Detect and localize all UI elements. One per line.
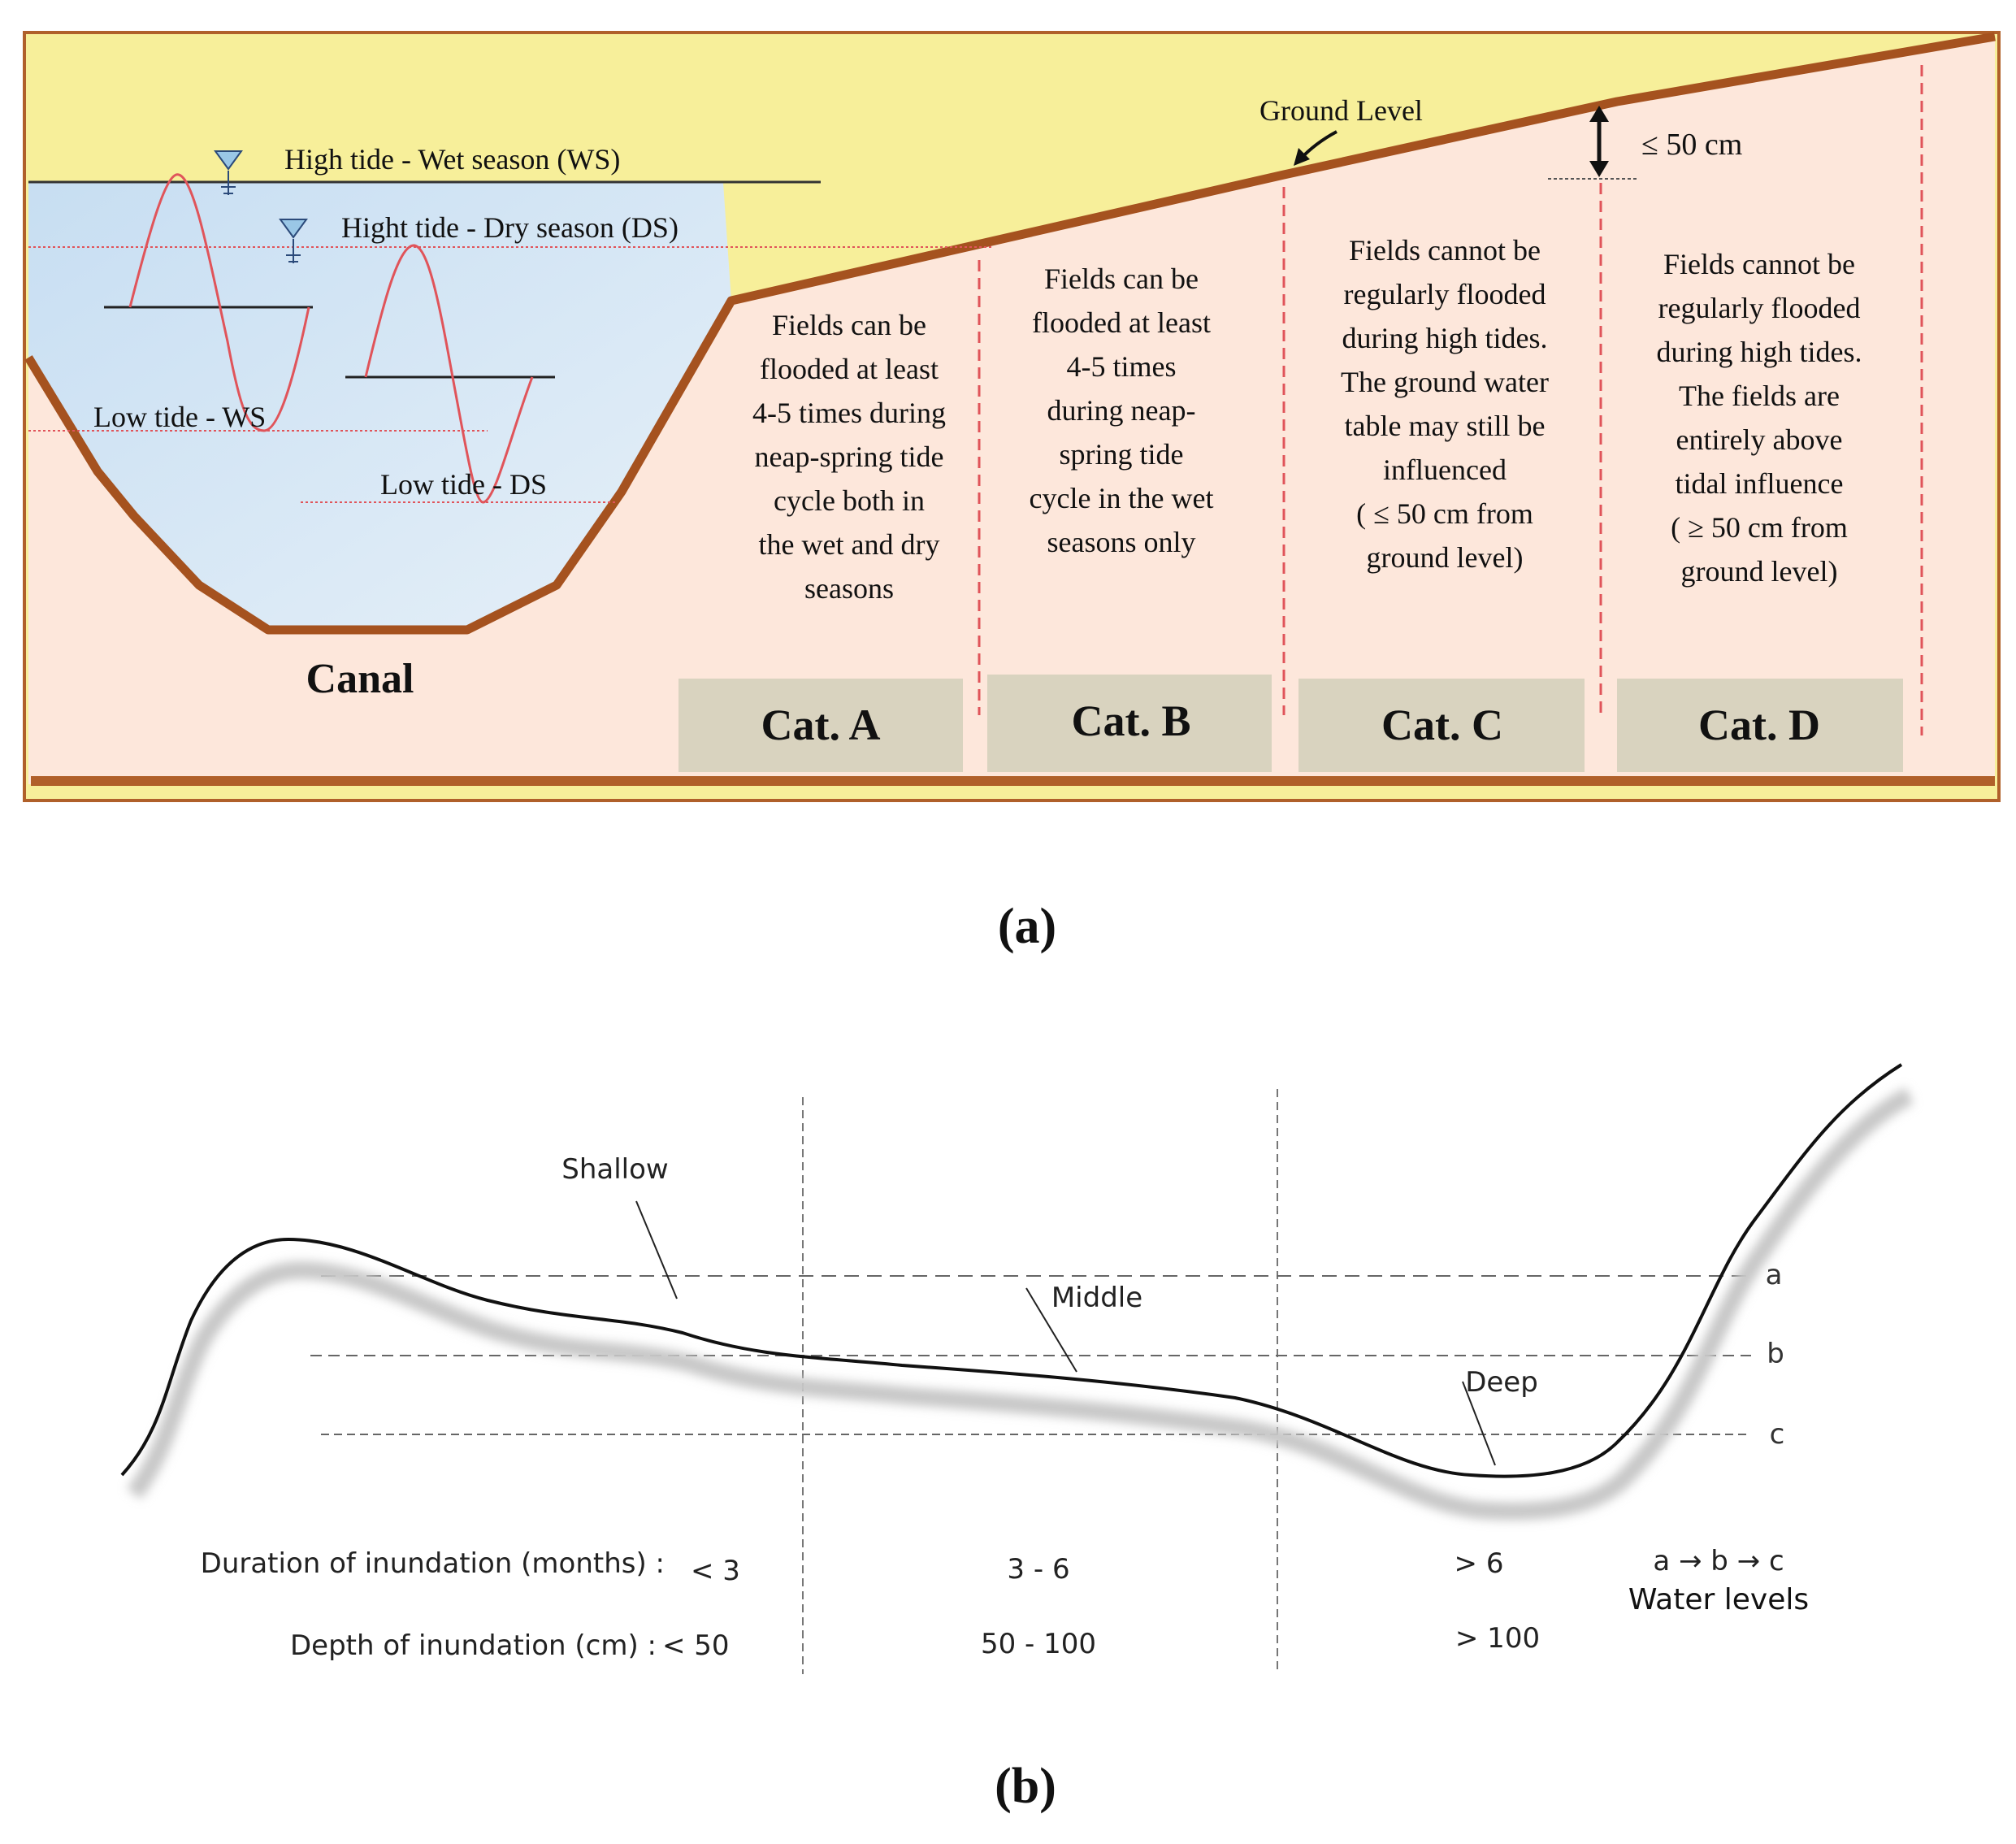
category-box [987,675,1272,772]
category-description-line: during high tides. [1342,322,1548,354]
category-description-line: seasons [804,572,894,605]
category-description-line: flooded at least [1032,306,1211,339]
high-tide-ws-label: High tide - Wet season (WS) [284,143,620,176]
category-description-line: ( ≥ 50 cm from [1671,511,1848,544]
water-level-lines [310,1275,1751,1435]
category-description-line: Fields can be [1044,262,1199,295]
category-group: Cat. A Fields can be flooded at least 4-5 t… [679,234,1903,772]
zone-dividers [802,1089,1278,1674]
water-levels-legend-label: Water levels [1628,1583,1809,1616]
zone-label-shallow: Shallow [561,1153,668,1186]
category-description-line: spring tide [1060,438,1184,471]
category-description-line: cycle both in [774,484,925,517]
category-description-line: the wet and dry [759,528,940,561]
water-level-a-label: a [1766,1259,1783,1291]
threshold-label: ≤ 50 cm [1641,128,1742,162]
middle-pointer [1025,1287,1077,1373]
water-level-icon [279,219,308,263]
water-level-c-label: c [1770,1418,1785,1451]
category-box [1298,679,1585,772]
depth-value-shallow: < 50 [662,1629,730,1662]
deep-pointer [1462,1381,1496,1466]
canal-water [28,183,731,630]
category-description-line: ( ≤ 50 cm from [1356,497,1533,530]
category-description-line: entirely above [1676,423,1843,456]
category-description-line: cycle in the wet [1030,482,1214,514]
duration-label: Duration of inundation (months) : [201,1547,665,1580]
tide-curve-ds [301,244,618,504]
soil-region [28,37,1995,784]
category-description-line: tidal influence [1676,467,1844,500]
category-description-line: 4-5 times [1067,350,1177,383]
category-label: Cat. A [761,701,881,749]
category-label: Cat. C [1381,701,1503,749]
panel-b: Shallow Middle Deep a b c Duration of in… [120,1063,1914,1674]
zone-label-middle: Middle [1051,1282,1142,1314]
category-description-line: ground level) [1681,555,1838,588]
water-level-icon [214,150,243,195]
water-level-b-label: b [1767,1338,1784,1370]
category-description-line: Fields cannot be [1663,248,1855,280]
category-description-line: regularly flooded [1344,278,1546,310]
category-description-line: The ground water [1341,366,1549,398]
panel-a: High tide - Wet season (WS) Hight tide -… [23,31,2001,802]
shallow-pointer [635,1200,678,1299]
high-tide-ds-label: Hight tide - Dry season (DS) [341,211,679,244]
panel-a-caption: (a) [998,899,1056,954]
depth-value-middle: 50 - 100 [981,1628,1096,1660]
zone-label-deep: Deep [1465,1366,1538,1399]
category-description-line: Fields cannot be [1349,234,1541,267]
ground-level-line [24,32,1996,635]
category-description-line: Fields can be [772,309,926,341]
terrain-profile [120,1063,1903,1478]
terrain-shadow [127,1087,1914,1521]
category-box [679,679,963,772]
category-description-line: ground level) [1367,541,1524,574]
category-description-line: table may still be [1345,410,1546,442]
depth-value-deep: > 100 [1455,1622,1540,1655]
water-levels-sequence: a → b → c [1653,1545,1784,1577]
category-description-line: during high tides. [1657,336,1862,368]
panel-b-caption: (b) [995,1759,1056,1814]
category-description-line: influenced [1383,453,1507,486]
depth-label: Depth of inundation (cm) : [290,1629,657,1662]
low-tide-ws-label: Low tide - WS [93,401,266,433]
tide-curve-ws [28,173,488,432]
category-box [1617,679,1903,772]
panel-a-bottom-border [31,776,1995,786]
low-tide-ds-label: Low tide - DS [380,468,547,501]
category-dividers [978,65,1923,735]
category-description-line: flooded at least [760,353,939,385]
duration-value-shallow: < 3 [691,1555,740,1587]
category-description-line: 4-5 times during [752,397,946,429]
category-description-line: neap-spring tide [755,440,944,473]
duration-value-deep: > 6 [1455,1547,1504,1580]
ground-level-arrowhead [1294,148,1310,166]
ground-level-label: Ground Level [1259,94,1423,127]
category-description-line: regularly flooded [1658,292,1861,324]
category-label: Cat. B [1072,696,1191,745]
category-description-line: seasons only [1047,526,1196,558]
category-label: Cat. D [1698,701,1820,749]
threshold-marker [1548,106,1637,180]
category-description-line: The fields are [1679,380,1840,412]
canal-label: Canal [306,656,414,702]
category-description-line: during neap- [1047,394,1196,427]
duration-value-middle: 3 - 6 [1007,1553,1069,1586]
